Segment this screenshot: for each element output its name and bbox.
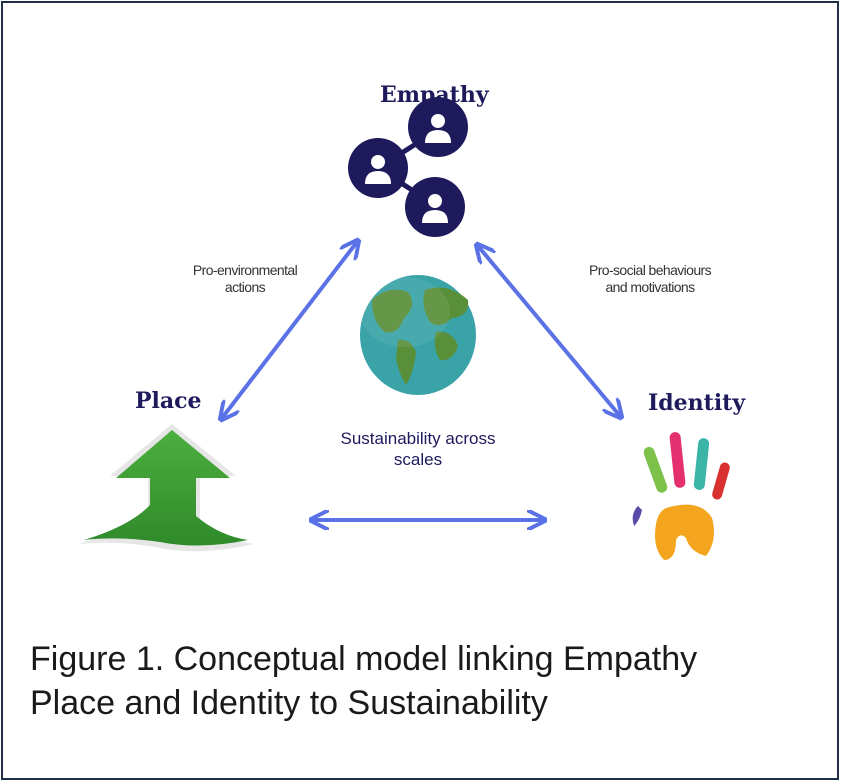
- edge-label-place-empathy-line1: Pro-environmental: [192, 262, 298, 278]
- edge-label-place-empathy: Pro-environmental actions: [160, 262, 330, 296]
- edge-label-place-empathy-line2: actions: [224, 279, 266, 295]
- arrow-place-empathy: [222, 242, 357, 418]
- center-label: Sustainability across scales: [323, 428, 513, 470]
- house-arrow-icon: [78, 424, 254, 552]
- figure-caption-line2: Place and Identity to Sustainability: [30, 684, 548, 722]
- handprint-icon: [632, 432, 730, 560]
- center-label-line1: Sustainability across: [340, 429, 496, 448]
- edge-label-empathy-identity-line2: and motivations: [605, 279, 695, 295]
- center-label-line2: scales: [393, 450, 443, 469]
- people-network-icon: [348, 97, 468, 237]
- figure-caption-line1: Figure 1. Conceptual model linking Empat…: [30, 640, 698, 678]
- identity-label: Identity: [648, 390, 746, 416]
- arrow-empathy-identity: [478, 246, 620, 416]
- empathy-label: Empathy: [380, 82, 489, 108]
- place-label: Place: [135, 388, 202, 414]
- edge-label-empathy-identity: Pro-social behaviours and motivations: [555, 262, 745, 296]
- figure-caption: Figure 1. Conceptual model linking Empat…: [30, 637, 830, 725]
- globe-icon: [360, 275, 476, 395]
- edge-label-empathy-identity-line1: Pro-social behaviours: [588, 262, 712, 278]
